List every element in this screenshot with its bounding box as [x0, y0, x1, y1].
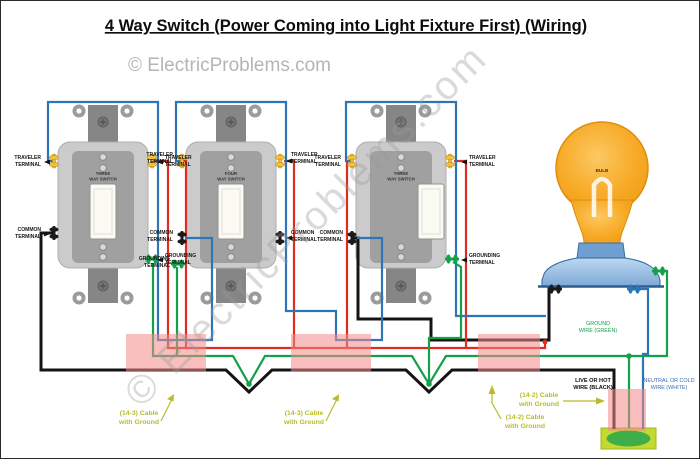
sw2-right-traveler-label: TRAVELER: [291, 152, 318, 158]
bulb-label: BULB: [596, 168, 609, 173]
sw3-right-traveler-label2: TERMINAL: [469, 162, 495, 168]
ground-bus-wire: [151, 263, 669, 387]
cable1-label: (14-3) Cable: [120, 410, 159, 417]
switch-3: THREE WAY SWITCH: [355, 104, 447, 305]
power-source-box: [600, 427, 657, 450]
sw2-left-common-label: COMMON: [150, 230, 174, 236]
blue-loop-switch1: [46, 100, 214, 342]
sw2-left-traveler-label: TRAVELER: [146, 152, 173, 158]
sw1-left-traveler-label2: TERMINAL: [15, 162, 41, 168]
fixture-socket: [576, 242, 626, 259]
switch-2: FOUR WAY SWITCH: [185, 104, 277, 305]
fixture-ground-screw: [652, 266, 666, 276]
cable-highlight-3: [478, 334, 540, 372]
switch-1: THREE WAY SWITCH: [57, 104, 149, 305]
switch-2-name-line1: FOUR: [225, 171, 238, 176]
sw1-left-traveler-label: TRAVELER: [14, 155, 41, 161]
switch-3-name-line1: THREE: [394, 171, 409, 176]
sw1-grounding-label2: TERMINAL: [165, 260, 191, 266]
sw3-right-traveler-label: TRAVELER: [469, 155, 496, 161]
ground-wire-label: GROUND: [586, 321, 610, 327]
sw1-right-traveler-label2: TERMINAL: [165, 162, 191, 168]
blue-loop-switch3: [344, 100, 546, 318]
sw3-common-label: COMMON: [320, 230, 344, 236]
switch-3-name-line2: WAY SWITCH: [387, 177, 414, 182]
sw3-ground-screw: [445, 254, 459, 264]
sw2-grounding-label2: TERMINAL: [144, 263, 170, 269]
cable-highlight-1: [126, 334, 206, 372]
page-title: 4 Way Switch (Power Coming into Light Fi…: [105, 17, 587, 35]
sw2-right-traveler-label2: TERMINAL: [291, 159, 317, 165]
neutral-wire-label: NEUTRAL OR COLD: [643, 378, 694, 384]
sw2-grounding-label: GROUNDING: [139, 256, 170, 262]
neutral-wire-label2: WIRE (WHITE): [651, 385, 688, 391]
cable2-label: (14-3) Cable: [285, 410, 324, 417]
sw2-left-common-label2: TERMINAL: [147, 237, 173, 243]
ground-wire-label2: WIRE (GREEN): [579, 328, 618, 334]
cable-source-label2: with Ground: [518, 401, 559, 408]
cable-source-label: (14-2) Cable: [520, 392, 559, 399]
sw1-common-label: COMMON: [18, 227, 42, 233]
live-wire-label2: WIRE (BLACK): [573, 385, 613, 391]
cable-highlight-2: [291, 334, 371, 372]
sw1-right-traveler-label: TRAVELER: [165, 155, 192, 161]
light-fixture: BULB: [538, 121, 664, 288]
cable-labels: (14-3) Cable with Ground (14-3) Cable wi…: [118, 385, 605, 430]
sw1-grounding-label: GROUNDING: [165, 253, 196, 259]
switch-2-name-line2: WAY SWITCH: [217, 177, 244, 182]
bulb-filament: [591, 176, 613, 217]
fixture-canopy: [541, 257, 661, 287]
wire-name-labels: GROUND WIRE (GREEN) LIVE OR HOT WIRE (BL…: [573, 321, 694, 391]
sw2-right-traveler-screw: [274, 153, 286, 169]
sw3-common-label2: TERMINAL: [317, 237, 343, 243]
switch-1-name-line2: WAY SWITCH: [89, 177, 116, 182]
cable-highlight-source: [608, 389, 646, 431]
neutral-drop-wire: [637, 287, 650, 429]
switch-1-name-line1: THREE: [96, 171, 111, 176]
live-wire-label: LIVE OR HOT: [575, 378, 611, 384]
red-junction-dot: [542, 339, 548, 345]
cable3-label2: with Ground: [504, 423, 545, 430]
cable3-label: (14-2) Cable: [506, 414, 545, 421]
blue-neutral-wires: [46, 100, 650, 429]
sw1-common-label2: TERMINAL: [15, 234, 41, 240]
sw3-left-traveler-label: TRAVELER: [314, 155, 341, 161]
blue-loop-switch2: [174, 100, 384, 342]
sw3-grounding-label2: TERMINAL: [469, 260, 495, 266]
sw3-left-traveler-label2: TERMINAL: [315, 162, 341, 168]
terminal-labels: TRAVELER TERMINAL TRAVELER TERMINAL COMM…: [14, 152, 500, 269]
cable2-label2: with Ground: [283, 419, 324, 426]
sw2-right-common-label2: TERMINAL: [291, 237, 317, 243]
cable-highlights: [126, 334, 646, 431]
cable1-label2: with Ground: [118, 419, 159, 426]
sw2-left-traveler-label2: TERMINAL: [147, 159, 173, 165]
sw3-right-traveler-screw: [444, 153, 456, 169]
switched-hot-wire: [352, 236, 552, 342]
sw2-right-common-label: COMMON: [291, 230, 315, 236]
ground-junction-dots: [246, 353, 632, 387]
watermark-text: © ElectricProblems.com: [128, 55, 331, 76]
sw3-grounding-label: GROUNDING: [469, 253, 500, 259]
